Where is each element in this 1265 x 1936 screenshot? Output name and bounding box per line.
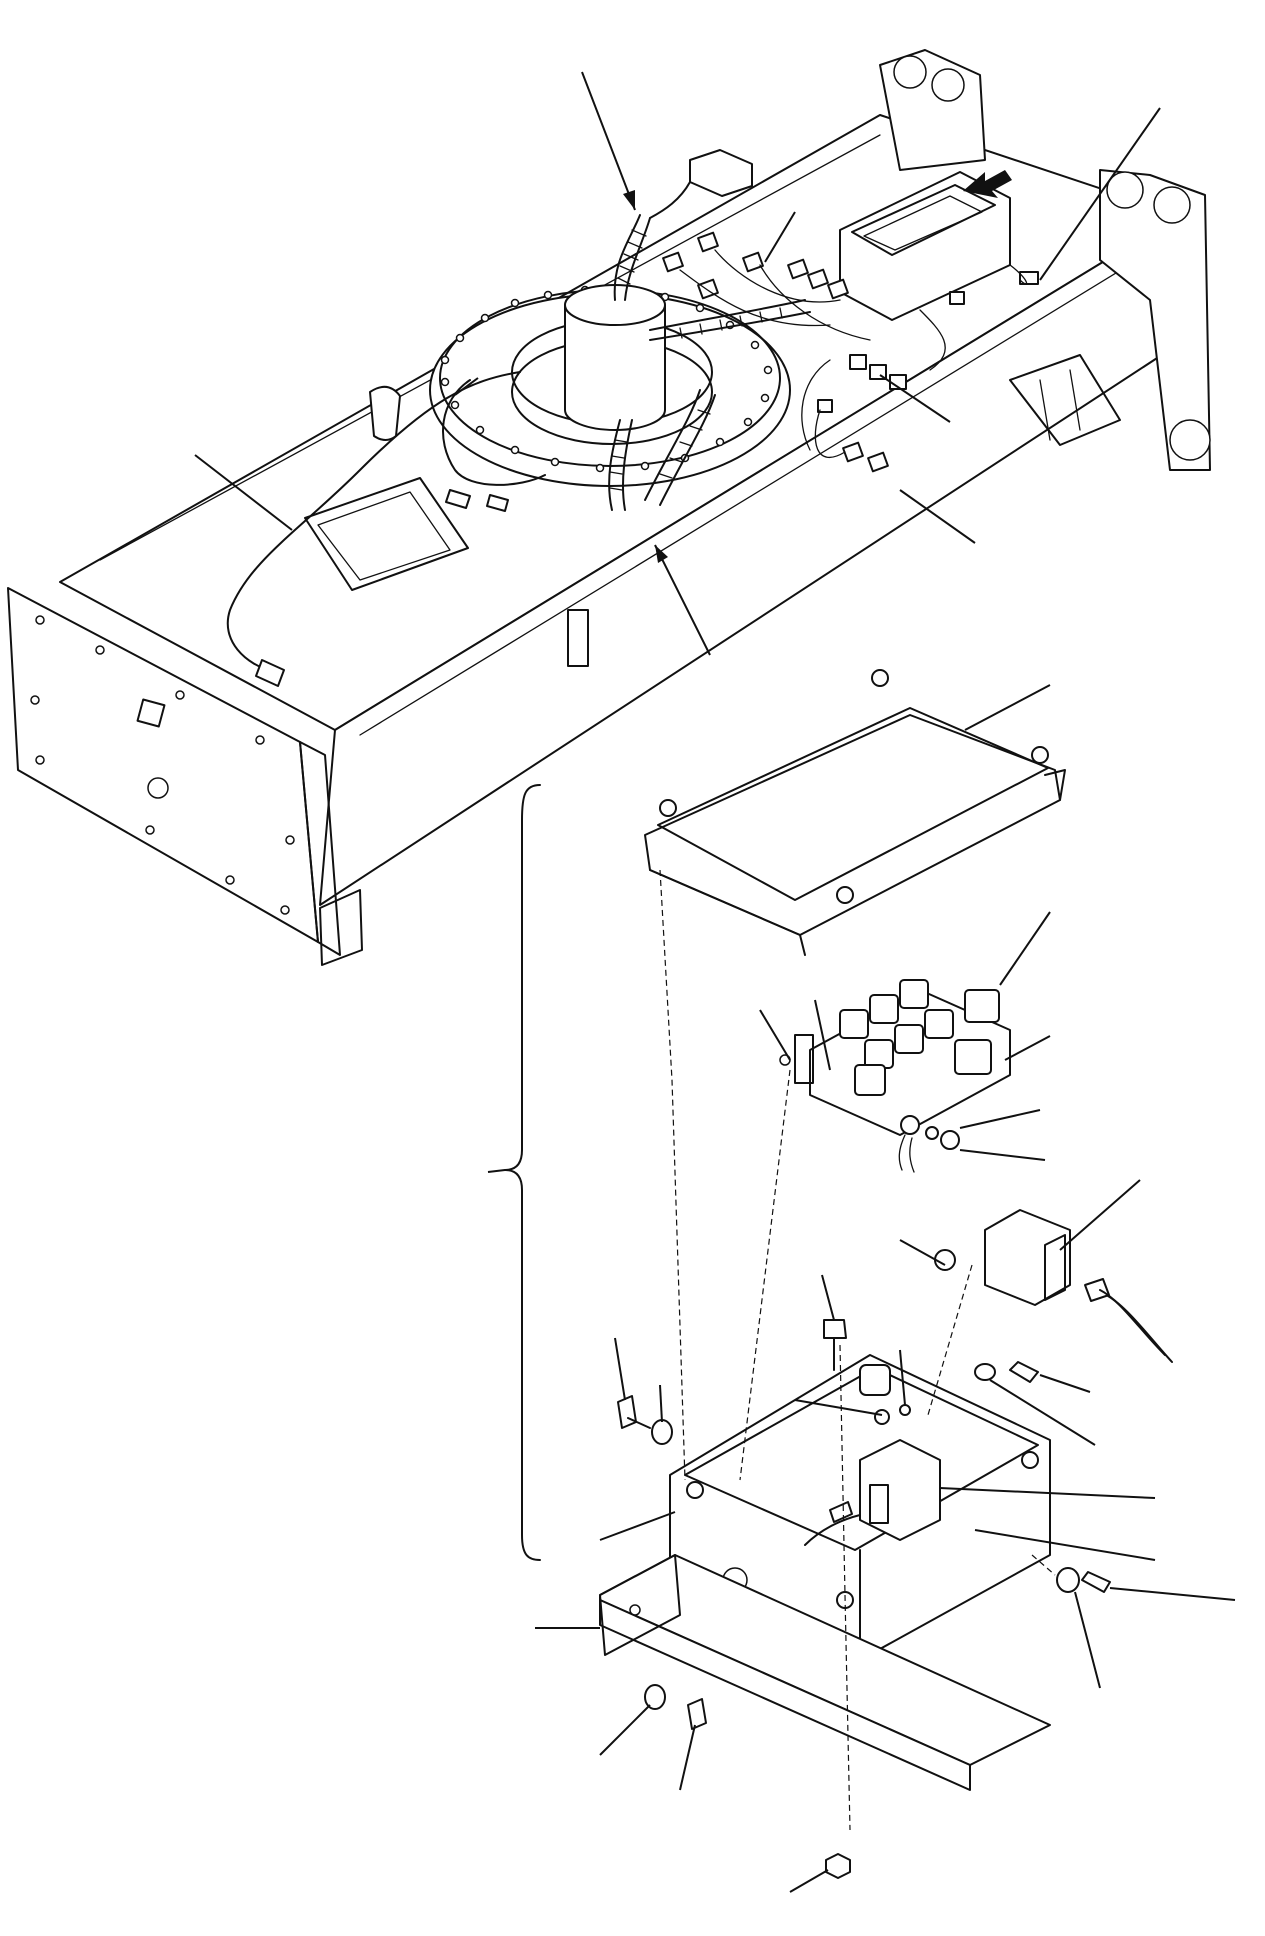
mounting-bracket bbox=[600, 1555, 1050, 1790]
spiral-wrap bbox=[610, 230, 782, 490]
relay-cubes bbox=[840, 980, 999, 1095]
alignment-lines bbox=[660, 870, 1055, 1830]
slew-ring-assembly bbox=[228, 215, 810, 686]
assembly-brace bbox=[505, 785, 540, 1560]
timer-relay bbox=[935, 1210, 1172, 1362]
boom-connectors bbox=[650, 150, 1038, 471]
relay-block bbox=[780, 980, 1010, 1172]
control-box-lid bbox=[645, 670, 1065, 955]
hardware bbox=[618, 1320, 1110, 1878]
leader-lines bbox=[195, 72, 1235, 1892]
boom-frame bbox=[8, 50, 1210, 965]
